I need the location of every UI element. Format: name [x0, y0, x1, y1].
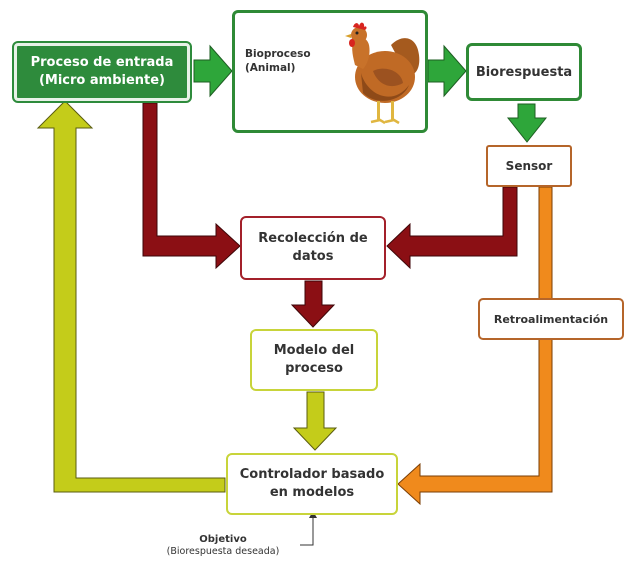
data-collection-box: Recolección de datos	[240, 216, 386, 280]
input-process-line2: (Micro ambiente)	[38, 73, 166, 88]
red-arrow-right	[386, 186, 518, 270]
sensor-box: Sensor	[486, 145, 572, 187]
objective-pointer	[300, 515, 314, 546]
lime-arrow-down	[292, 391, 338, 451]
bioprocess-box: Bioproceso (Animal)	[232, 10, 428, 133]
lime-loop-arrow	[36, 100, 226, 493]
controller-box: Controlador basado en modelos	[226, 453, 398, 515]
input-process-box: Proceso de entrada (Micro ambiente)	[14, 43, 190, 101]
green-arrow-2	[427, 44, 467, 98]
sensor-label: Sensor	[505, 159, 553, 173]
bioprocess-line1: Bioproceso	[245, 47, 311, 60]
bioprocess-line2: (Animal)	[245, 61, 296, 74]
controller-line2: en modelos	[269, 485, 355, 500]
data-collection-line2: datos	[292, 249, 334, 264]
hen-icon	[345, 22, 420, 125]
bioresponse-box: Biorespuesta	[466, 43, 582, 101]
feedback-box: Retroalimentación	[478, 298, 624, 340]
red-arrow-down	[290, 280, 336, 328]
objective-subtitle: (Biorespuesta deseada)	[166, 546, 280, 557]
data-collection-line1: Recolección de	[258, 231, 368, 246]
feedback-label: Retroalimentación	[493, 312, 609, 326]
process-model-line2: proceso	[285, 361, 343, 376]
objective-label: Objetivo (Biorespuesta deseada)	[148, 534, 298, 558]
orange-feedback-arrow	[397, 186, 553, 506]
process-model-box: Modelo del proceso	[250, 329, 378, 391]
process-model-line1: Modelo del	[273, 343, 355, 358]
bioresponse-label: Biorespuesta	[475, 64, 573, 80]
red-arrow-left	[142, 102, 241, 270]
controller-line1: Controlador basado	[239, 467, 385, 482]
input-process-line1: Proceso de entrada	[30, 55, 174, 70]
green-arrow-3	[506, 103, 548, 143]
objective-title: Objetivo	[199, 534, 247, 545]
green-arrow-1	[193, 44, 233, 98]
